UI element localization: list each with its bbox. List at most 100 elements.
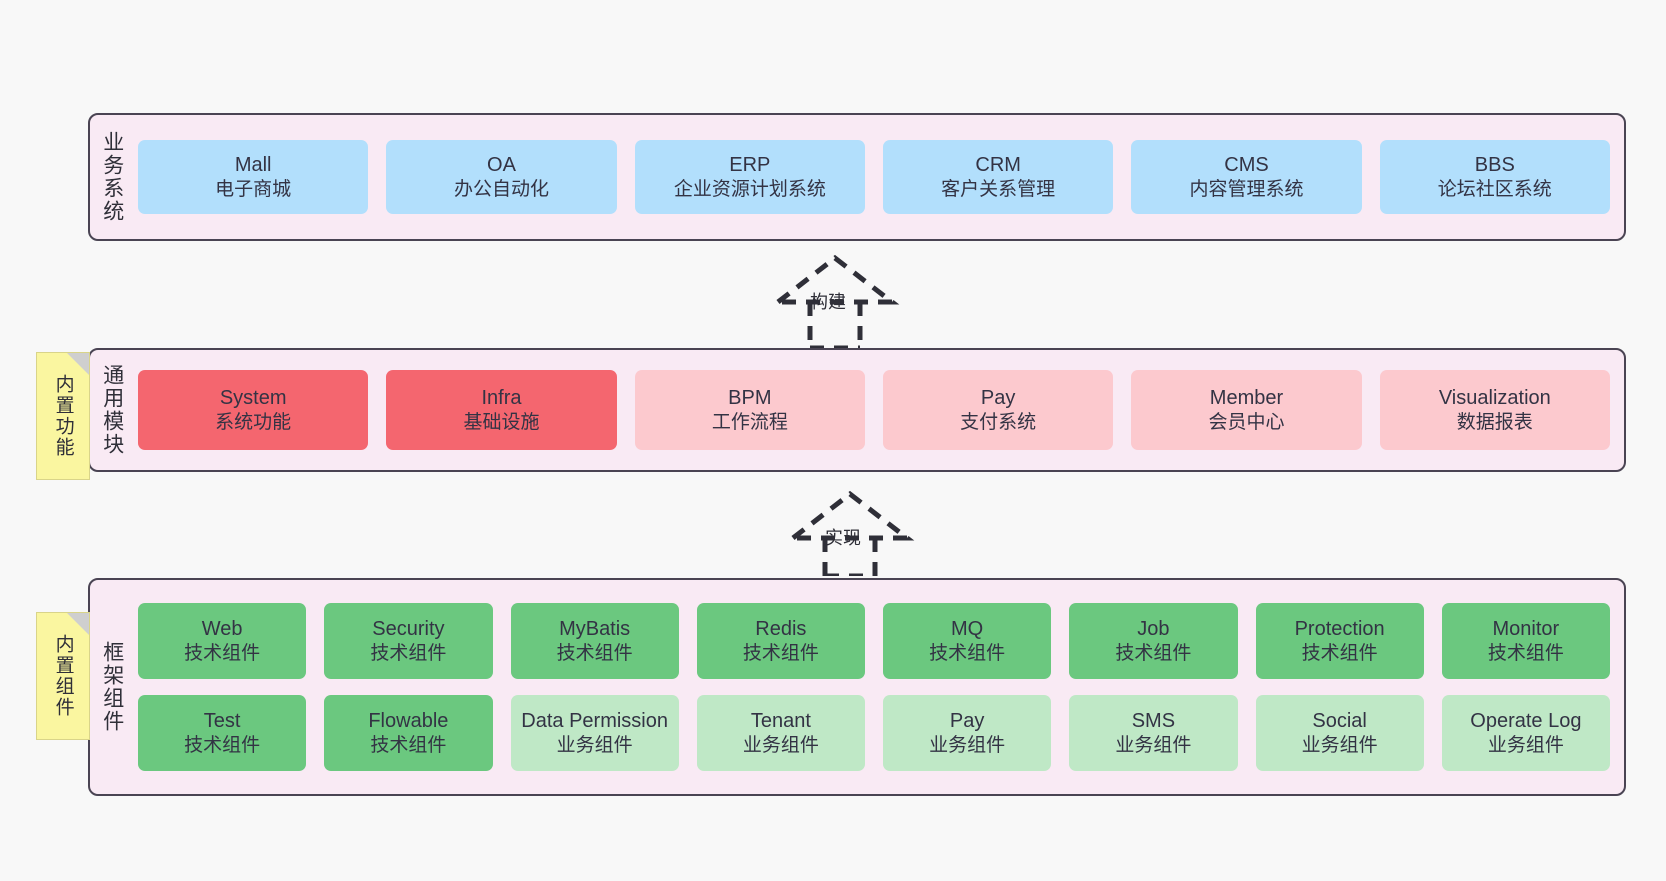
card-subtitle: 技术组件 bbox=[556, 642, 633, 664]
component-card-monitor[interactable]: Monitor 技术组件 bbox=[1441, 603, 1610, 679]
card-subtitle: 企业资源计划系统 bbox=[673, 178, 826, 200]
card-title: Pay bbox=[949, 710, 985, 733]
component-card-mq[interactable]: MQ 技术组件 bbox=[883, 603, 1052, 679]
card-subtitle: 基础设施 bbox=[463, 411, 540, 433]
card-title: CMS bbox=[1224, 154, 1269, 177]
card-title: Visualization bbox=[1438, 387, 1551, 410]
layer-body-framework: Web 技术组件 Security 技术组件 MyBatis 技术组件 Redi… bbox=[134, 580, 1624, 794]
card-subtitle: 业务组件 bbox=[742, 734, 819, 756]
business-card-oa[interactable]: OA 办公自动化 bbox=[386, 140, 617, 214]
card-subtitle: 内容管理系统 bbox=[1189, 178, 1304, 200]
component-card-tenant[interactable]: Tenant 业务组件 bbox=[696, 695, 865, 771]
business-card-crm[interactable]: CRM 客户关系管理 bbox=[882, 140, 1114, 214]
card-title: Test bbox=[203, 710, 241, 733]
connector-implement-svg bbox=[785, 490, 915, 579]
card-subtitle: 业务组件 bbox=[929, 734, 1006, 756]
component-card-security[interactable]: Security 技术组件 bbox=[324, 603, 493, 679]
layer-framework-components: 框架组件 Web 技术组件 Security 技术组件 MyBatis 技术组件… bbox=[88, 578, 1626, 796]
component-card-test[interactable]: Test 技术组件 bbox=[138, 695, 307, 771]
business-card-mall[interactable]: Mall 电子商城 bbox=[138, 140, 369, 214]
component-card-sms[interactable]: SMS 业务组件 bbox=[1069, 695, 1238, 771]
component-card-social[interactable]: Social 业务组件 bbox=[1255, 695, 1424, 771]
connector-implement bbox=[765, 488, 935, 579]
connector-build-label: 构建 bbox=[810, 292, 846, 312]
card-title: Social bbox=[1312, 710, 1367, 733]
business-card-bbs[interactable]: BBS 论坛社区系统 bbox=[1379, 140, 1610, 214]
card-subtitle: 业务组件 bbox=[1301, 734, 1378, 756]
business-card-erp[interactable]: ERP 企业资源计划系统 bbox=[634, 140, 865, 214]
module-card-infra[interactable]: Infra 基础设施 bbox=[386, 370, 617, 450]
component-card-mybatis[interactable]: MyBatis 技术组件 bbox=[510, 603, 679, 679]
card-title: Member bbox=[1209, 387, 1284, 410]
note-builtin-function: 内置功能 bbox=[36, 352, 90, 480]
card-subtitle: 工作流程 bbox=[711, 411, 788, 433]
generalization-arrowhead bbox=[785, 490, 915, 541]
module-card-visualization[interactable]: Visualization 数据报表 bbox=[1379, 370, 1610, 450]
card-subtitle: 业务组件 bbox=[556, 734, 633, 756]
layer-title-framework: 框架组件 bbox=[100, 641, 124, 733]
component-card-protection[interactable]: Protection 技术组件 bbox=[1255, 603, 1424, 679]
card-subtitle: 业务组件 bbox=[1487, 734, 1564, 756]
card-subtitle: 技术组件 bbox=[1115, 642, 1192, 664]
card-title: Tenant bbox=[750, 710, 811, 733]
card-title: MyBatis bbox=[559, 618, 631, 641]
layer-title-business: 业务系统 bbox=[100, 131, 124, 223]
card-title: Security bbox=[372, 618, 445, 641]
card-title: SMS bbox=[1131, 710, 1176, 733]
module-card-system[interactable]: System 系统功能 bbox=[138, 370, 369, 450]
card-subtitle: 技术组件 bbox=[370, 734, 447, 756]
card-title: Data Permission bbox=[521, 710, 668, 733]
component-card-redis[interactable]: Redis 技术组件 bbox=[696, 603, 865, 679]
card-title: Job bbox=[1137, 618, 1170, 641]
card-subtitle: 技术组件 bbox=[742, 642, 819, 664]
layer-body-business: Mall 电子商城 OA 办公自动化 ERP 企业资源计划系统 CRM 客户关系… bbox=[134, 115, 1624, 239]
card-subtitle: 技术组件 bbox=[370, 642, 447, 664]
card-subtitle: 技术组件 bbox=[1301, 642, 1378, 664]
component-card-job[interactable]: Job 技术组件 bbox=[1069, 603, 1238, 679]
card-subtitle: 电子商城 bbox=[215, 178, 292, 200]
card-subtitle: 客户关系管理 bbox=[941, 178, 1056, 200]
module-card-member[interactable]: Member 会员中心 bbox=[1131, 370, 1362, 450]
generalization-arrowhead bbox=[770, 254, 900, 305]
card-subtitle: 办公自动化 bbox=[453, 178, 549, 200]
card-subtitle: 系统功能 bbox=[215, 411, 292, 433]
note-label: 内置组件 bbox=[52, 634, 74, 718]
card-title: BPM bbox=[728, 387, 772, 410]
card-title: Operate Log bbox=[1470, 710, 1582, 733]
note-label: 内置功能 bbox=[52, 374, 74, 458]
card-subtitle: 业务组件 bbox=[1115, 734, 1192, 756]
card-title: System bbox=[219, 387, 287, 410]
card-subtitle: 技术组件 bbox=[929, 642, 1006, 664]
card-subtitle: 技术组件 bbox=[184, 734, 261, 756]
card-title: Protection bbox=[1294, 618, 1385, 641]
card-subtitle: 论坛社区系统 bbox=[1437, 178, 1552, 200]
business-card-cms[interactable]: CMS 内容管理系统 bbox=[1131, 140, 1362, 214]
card-title: ERP bbox=[729, 154, 771, 177]
layer-business-system: 业务系统 Mall 电子商城 OA 办公自动化 ERP 企业资源计划系统 CRM… bbox=[88, 113, 1626, 241]
component-card-data-permission[interactable]: Data Permission 业务组件 bbox=[510, 695, 679, 771]
module-card-pay[interactable]: Pay 支付系统 bbox=[882, 370, 1114, 450]
module-card-bpm[interactable]: BPM 工作流程 bbox=[634, 370, 865, 450]
card-title: OA bbox=[487, 154, 516, 177]
card-title: MQ bbox=[951, 618, 984, 641]
layer-common-modules: 通用模块 System 系统功能 Infra 基础设施 BPM 工作流程 Pay… bbox=[88, 348, 1626, 472]
component-card-flowable[interactable]: Flowable 技术组件 bbox=[324, 695, 493, 771]
framework-row-business: Test 技术组件 Flowable 技术组件 Data Permission … bbox=[138, 695, 1610, 771]
component-card-pay[interactable]: Pay 业务组件 bbox=[883, 695, 1052, 771]
card-subtitle: 技术组件 bbox=[1487, 642, 1564, 664]
card-subtitle: 技术组件 bbox=[184, 642, 261, 664]
card-title: Pay bbox=[980, 387, 1016, 410]
card-title: Monitor bbox=[1492, 618, 1560, 641]
component-card-web[interactable]: Web 技术组件 bbox=[138, 603, 307, 679]
card-title: Infra bbox=[481, 387, 522, 410]
card-title: Mall bbox=[234, 154, 272, 177]
card-subtitle: 会员中心 bbox=[1208, 411, 1285, 433]
connector-implement-label: 实现 bbox=[825, 528, 861, 548]
card-subtitle: 支付系统 bbox=[960, 411, 1037, 433]
component-card-operate-log[interactable]: Operate Log 业务组件 bbox=[1441, 695, 1610, 771]
card-title: Web bbox=[201, 618, 243, 641]
layer-title-modules: 通用模块 bbox=[100, 364, 124, 456]
card-title: BBS bbox=[1474, 154, 1515, 177]
card-title: Redis bbox=[755, 618, 807, 641]
